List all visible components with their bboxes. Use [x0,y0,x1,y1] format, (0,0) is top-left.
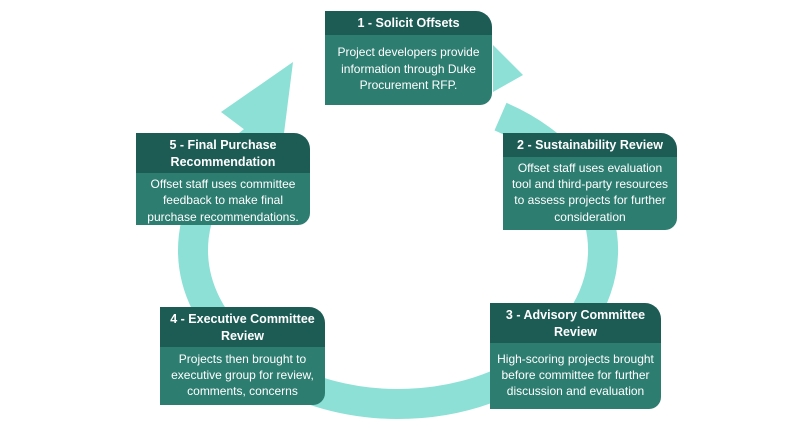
step-4-title: 4 - Executive Committee Review [160,307,325,347]
step-box-1: 1 - Solicit Offsets Project developers p… [325,11,492,105]
step-1-title: 1 - Solicit Offsets [325,11,492,35]
step-box-2: 2 - Sustainability Review Offset staff u… [503,133,677,230]
step-box-5: 5 - Final Purchase Recommendation Offset… [136,133,310,225]
step-5-title: 5 - Final Purchase Recommendation [136,133,310,173]
step-2-description-text: Offset staff uses evaluation tool and th… [511,160,669,224]
step-1-description-text: Project developers provide information t… [337,45,480,92]
step-3-description-text: High-scoring projects brought before com… [497,351,654,399]
step-5-description: Offset staff uses committee feedback to … [136,173,310,225]
step-3-description: High-scoring projects brought before com… [490,343,661,409]
step-4-description: Projects then brought to executive group… [160,347,325,405]
step-5-description-text: Offset staff uses committee feedback to … [147,177,299,224]
step-2-title: 2 - Sustainability Review [503,133,677,157]
step-4-description-text: Projects then brought to executive group… [171,351,314,399]
step-box-3: 3 - Advisory Committee Review High-scori… [490,303,661,409]
step-3-title: 3 - Advisory Committee Review [490,303,661,343]
step-2-description: Offset staff uses evaluation tool and th… [503,156,677,230]
step-1-description: Project developers provide information t… [325,34,492,105]
step-box-4: 4 - Executive Committee Review Projects … [160,307,325,405]
cycle-arc-tail [493,45,523,92]
